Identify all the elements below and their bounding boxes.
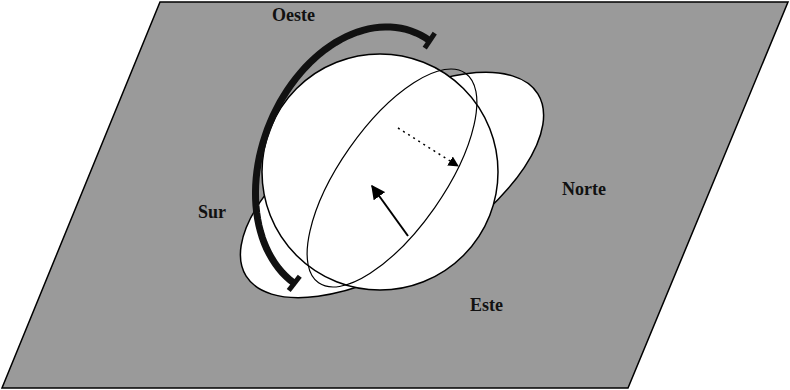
direction-label: Sur: [198, 203, 226, 223]
celestial-equator: [276, 43, 508, 312]
hidden-arrow: [398, 128, 458, 166]
motion-arrow: [372, 186, 408, 236]
meridian-arc: [255, 27, 429, 283]
direction-label: Norte: [562, 180, 606, 200]
direction-label: Oeste: [272, 6, 315, 26]
sphere: [262, 54, 498, 290]
ring-tick: [289, 276, 300, 290]
direction-label: Este: [470, 296, 503, 316]
ring-tick: [425, 33, 435, 48]
meridian-ring: [255, 27, 434, 291]
horizon-disc: [205, 28, 579, 343]
